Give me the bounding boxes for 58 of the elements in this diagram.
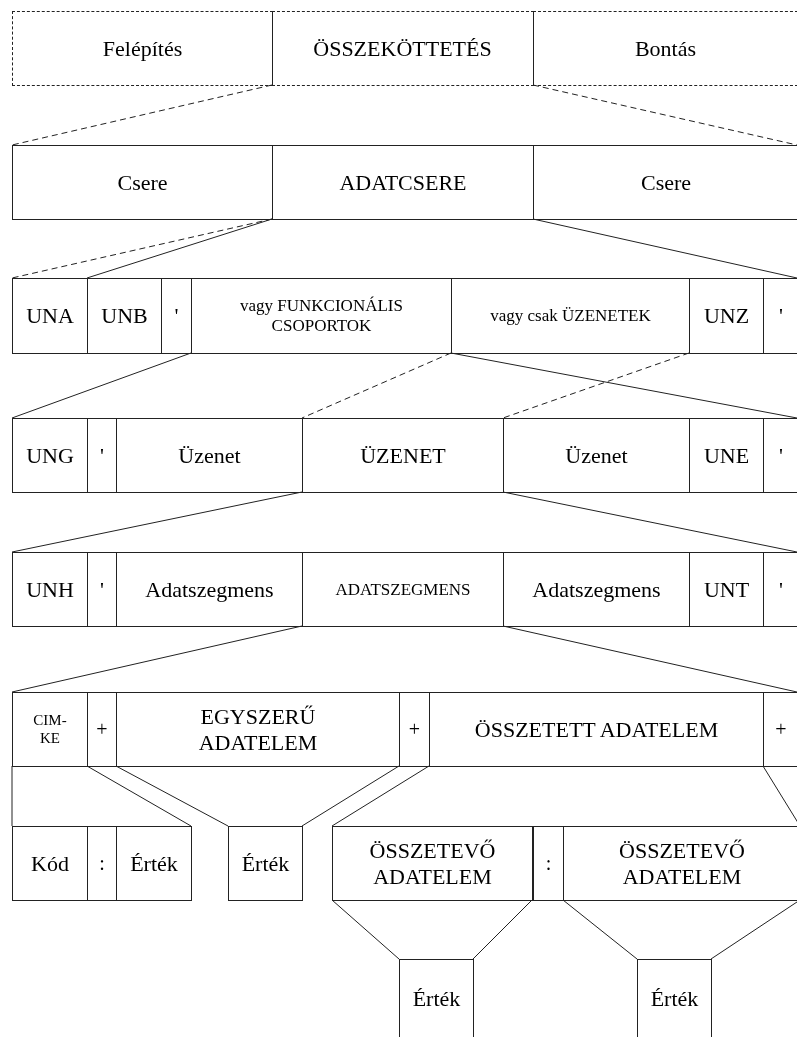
expansion-line — [115, 765, 229, 827]
segment-cell: ' — [763, 552, 797, 627]
expansion-line — [562, 899, 638, 960]
segment-cell: ' — [763, 278, 797, 354]
segment-cell: Érték — [637, 959, 712, 1037]
segment-cell: UNE — [689, 418, 764, 493]
segment-cell: ADATSZEGMENS — [302, 552, 504, 627]
expansion-line — [11, 765, 13, 827]
expansion-line — [502, 352, 690, 419]
segment-cell: ÜZENET — [302, 418, 504, 493]
segment-cell: + — [399, 692, 430, 767]
segment-cell: Csere — [12, 145, 273, 220]
segment-cell: Bontás — [533, 11, 797, 86]
segment-cell: Érték — [116, 826, 192, 901]
segment-cell: UNG — [12, 418, 88, 493]
segment-cell: Adatszegmens — [503, 552, 690, 627]
segment-cell: Érték — [399, 959, 474, 1037]
segment-cell: : — [87, 826, 117, 901]
expansion-line — [86, 765, 192, 827]
segment-cell: ÖSSZETEVŐ ADATELEM — [563, 826, 797, 901]
expansion-line — [331, 765, 430, 827]
segment-cell: vagy FUNKCIONÁLIS CSOPORTOK — [191, 278, 452, 354]
segment-cell: Felépítés — [12, 11, 273, 86]
segment-cell: UNB — [87, 278, 162, 354]
segment-cell: ÖSSZETEVŐ ADATELEM — [332, 826, 533, 901]
segment-cell: ' — [87, 552, 117, 627]
segment-cell: ÖSSZETETT ADATELEM — [429, 692, 764, 767]
expansion-line — [11, 491, 303, 553]
segment-cell: Kód — [12, 826, 88, 901]
segment-cell: ADATCSERE — [272, 145, 534, 220]
expansion-line — [301, 352, 452, 419]
expansion-line — [472, 899, 533, 960]
segment-cell: UNZ — [689, 278, 764, 354]
segment-cell: vagy csak ÜZENETEK — [451, 278, 690, 354]
segment-cell: + — [87, 692, 117, 767]
expansion-line — [11, 352, 192, 419]
segment-cell: UNH — [12, 552, 88, 627]
expansion-line — [301, 765, 400, 827]
segment-cell: UNT — [689, 552, 764, 627]
segment-cell: ' — [763, 418, 797, 493]
segment-cell: Csere — [533, 145, 797, 220]
segment-cell: ' — [87, 418, 117, 493]
segment-cell: + — [763, 692, 797, 767]
expansion-line — [11, 84, 273, 146]
segment-cell: Adatszegmens — [116, 552, 303, 627]
segment-cell: CIM-KE — [12, 692, 88, 767]
segment-cell: Üzenet — [116, 418, 303, 493]
expansion-line — [86, 218, 273, 279]
segment-cell: UNA — [12, 278, 88, 354]
expansion-line — [710, 899, 797, 960]
segment-cell: ÖSSZEKÖTTETÉS — [272, 11, 534, 86]
segment-cell: ' — [161, 278, 192, 354]
segment-cell: Üzenet — [503, 418, 690, 493]
expansion-line — [331, 899, 400, 960]
expansion-line — [11, 625, 303, 693]
segment-cell: EGYSZERŰ ADATELEM — [116, 692, 400, 767]
segment-cell: Érték — [228, 826, 303, 901]
segment-cell: : — [533, 826, 564, 901]
